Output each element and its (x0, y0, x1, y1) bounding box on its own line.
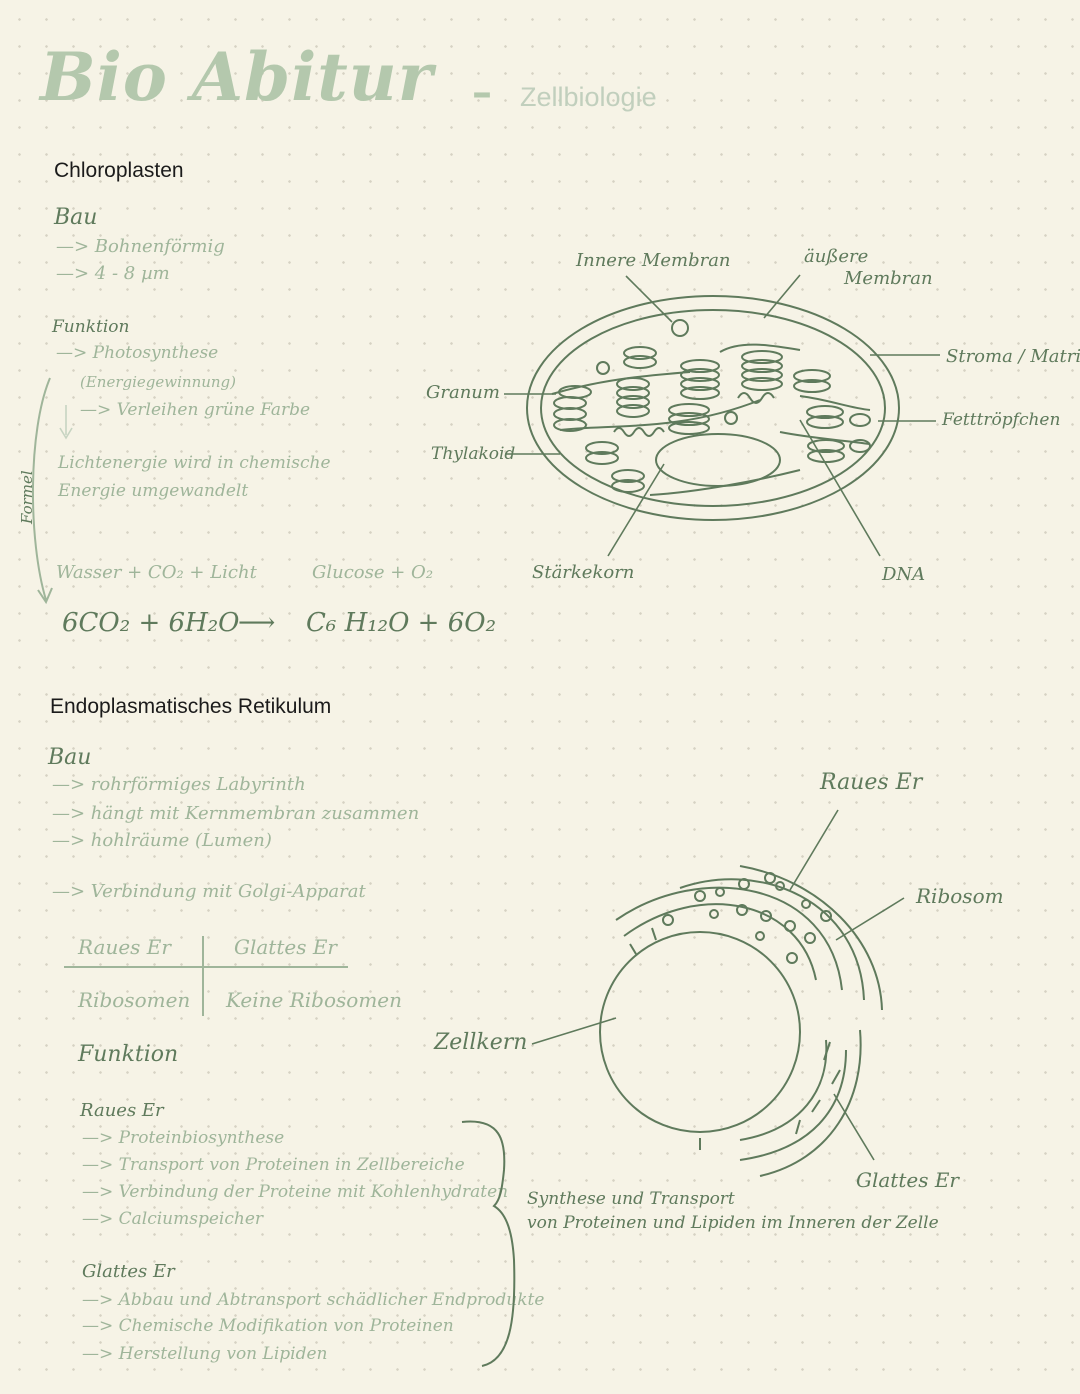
er-glattes-label: Glattes Er (82, 1261, 175, 1282)
page-subtitle: Zellbiologie (520, 82, 657, 112)
equation-left: 6CO₂ + 6H₂O (62, 608, 240, 638)
er-bau-item: —> rohrförmiges Labyrinth (52, 774, 306, 795)
label-aussere-membran-2: Membran (844, 268, 933, 289)
er-bau-item: —> hohlräume (Lumen) (52, 830, 272, 851)
er-raues-label: Raues Er (80, 1100, 164, 1121)
equation-words-left: Wasser + CO₂ + Licht (56, 562, 257, 583)
label-staerkekorn: Stärkekorn (532, 562, 635, 583)
label-stroma-matrix: Stroma / Matrix (946, 346, 1080, 367)
chloro-bau-item: —> Bohnenförmig (56, 236, 225, 257)
table-header-glattes: Glattes Er (234, 935, 337, 959)
label-granum: Granum (426, 382, 500, 403)
table-cell-keine-ribosomen: Keine Ribosomen (226, 988, 402, 1012)
er-raues-item: —> Calciumspeicher (82, 1209, 264, 1229)
equation-right: C₆ H₁₂O + 6O₂ (306, 608, 497, 638)
er-raues-item: —> Transport von Proteinen in Zellbereic… (82, 1155, 465, 1175)
er-summary-line2: von Proteinen und Lipiden im Inneren der… (527, 1213, 939, 1233)
chloro-funktion-text: Energie umgewandelt (58, 481, 249, 501)
equation-arrow: ⟶ (238, 608, 276, 638)
chloro-bau-label: Bau (54, 205, 98, 230)
er-bau-verbindung: —> Verbindung mit Golgi-Apparat (52, 881, 366, 902)
chloroplasten-heading: Chloroplasten (54, 159, 184, 182)
er-glattes-item: —> Chemische Modifikation von Proteinen (82, 1316, 454, 1336)
chloro-funktion-label: Funktion (52, 317, 130, 337)
title-dash: – (472, 70, 492, 116)
table-cell-ribosomen: Ribosomen (78, 988, 191, 1012)
chloro-bau-item: —> 4 - 8 µm (56, 263, 170, 284)
label-thylakoid: Thylakoid (431, 444, 516, 464)
chloro-funktion-item: —> Photosynthese (56, 343, 219, 363)
er-bau-item: —> hängt mit Kernmembran zusammen (52, 803, 420, 824)
er-summary-line1: Synthese und Transport (527, 1189, 735, 1209)
label-innere-membran: Innere Membran (576, 250, 731, 271)
label-ribosom: Ribosom (916, 884, 1004, 908)
label-zellkern: Zellkern (434, 1030, 528, 1055)
chloro-funktion-text: Lichtenergie wird in chemische (58, 453, 331, 473)
label-fetttroepfchen: Fetttröpfchen (942, 410, 1061, 430)
er-funktion-label: Funktion (78, 1042, 179, 1067)
chloro-funktion-item: (Energiegewinnung) (80, 373, 236, 391)
er-bau-label: Bau (48, 745, 92, 770)
label-glattes-er: Glattes Er (856, 1168, 959, 1192)
label-dna: DNA (882, 564, 926, 585)
chloro-funktion-item: —> Verleihen grüne Farbe (80, 400, 311, 420)
er-glattes-item: —> Herstellung von Lipiden (82, 1344, 328, 1364)
equation-words-right: Glucose + O₂ (312, 562, 434, 583)
er-raues-item: —> Proteinbiosynthese (82, 1128, 285, 1148)
er-raues-item: —> Verbindung der Proteine mit Kohlenhyd… (82, 1182, 509, 1202)
page-title: Bio Abitur (40, 38, 434, 116)
table-header-raues: Raues Er (78, 935, 171, 959)
er-glattes-item: —> Abbau und Abtransport schädlicher End… (82, 1290, 545, 1310)
label-raues-er: Raues Er (820, 770, 923, 795)
label-aussere-membran: äußere (804, 246, 869, 267)
er-heading: Endoplasmatisches Retikulum (50, 695, 332, 718)
